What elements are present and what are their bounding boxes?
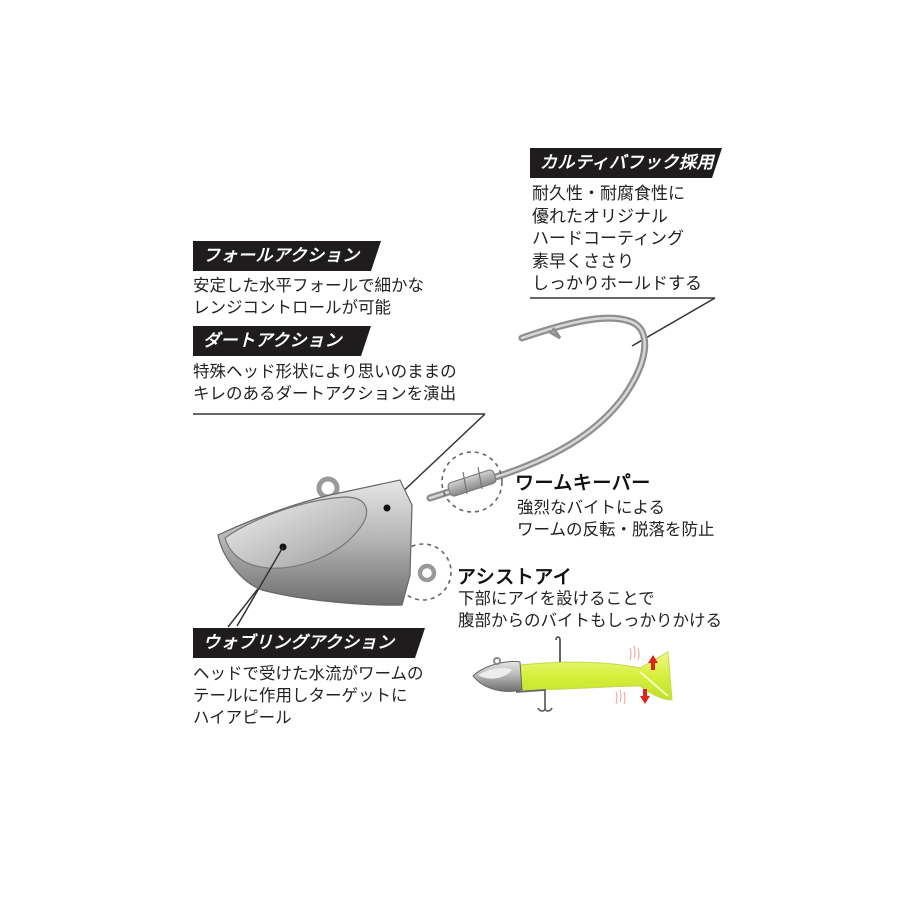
wobbling-action-title: ウォブリングアクション (203, 633, 395, 653)
assist-eye-line-2: 腹部からのバイトもしっかりかける (458, 611, 722, 630)
hook-line-1: 耐久性・耐腐食性に (532, 184, 685, 204)
fall-action-line-1: 安定した水平フォールで細かな (193, 276, 424, 295)
worm-illustration (472, 636, 673, 712)
fall-action-line-2: レンジコントロールが可能 (193, 298, 391, 317)
fall-action-title: フォールアクション (203, 246, 360, 266)
assist-eye (417, 563, 437, 583)
hook-feature-tag: カルティバフック採用 (530, 148, 722, 178)
wobbling-action-line-3: ハイアピール (193, 708, 292, 727)
hook-line-3: ハードコーティング (532, 229, 684, 249)
wobbling-action-tag: ウォブリングアクション (193, 628, 425, 658)
dart-action-line-1: 特殊ヘッド形状により思いのままの (193, 362, 457, 381)
hook-line-5: しっかりホールドする (532, 274, 702, 294)
worm-keeper-collar (447, 466, 497, 497)
wobbling-action-line-2: テールに作用しターゲットに (193, 686, 408, 705)
worm-keeper-title: ワームキーパー (515, 472, 651, 494)
wobbling-action-line-1: ヘッドで受けた水流がワームの (193, 664, 424, 683)
assist-eye-line-1: 下部にアイを設けることで (458, 589, 655, 608)
dart-action-title: ダートアクション (203, 331, 343, 351)
worm-keeper-line-2: ワームの反転・脱落を防止 (517, 520, 715, 539)
fall-action-description: 安定した水平フォールで細かな レンジコントロールが可能 (193, 275, 424, 319)
hook-feature-description: 耐久性・耐腐食性に 優れたオリジナル ハードコーティング 素早くささり しっかり… (532, 183, 702, 296)
hook (426, 314, 649, 502)
hook-line-2: 優れたオリジナル (532, 206, 668, 227)
assist-eye-description: 下部にアイを設けることで 腹部からのバイトもしっかりかける (458, 588, 722, 632)
hook-line-4: 素早くささり (532, 251, 634, 272)
dart-action-line-2: キレのあるダートアクションを演出 (193, 384, 457, 403)
worm-keeper-description: 強烈なバイトによる ワームの反転・脱落を防止 (517, 497, 715, 541)
jighead-face (224, 496, 368, 569)
worm-keeper-line-1: 強烈なバイトによる (517, 498, 666, 517)
assist-eye-title: アシストアイ (457, 566, 573, 588)
dart-action-tag: ダートアクション (193, 326, 371, 356)
fall-action-tag: フォールアクション (193, 241, 381, 271)
wobbling-action-description: ヘッドで受けた水流がワームの テールに作用しターゲットに ハイアピール (193, 663, 424, 729)
dart-action-description: 特殊ヘッド形状により思いのままの キレのあるダートアクションを演出 (193, 361, 457, 405)
hook-feature-title: カルティバフック採用 (540, 153, 714, 173)
